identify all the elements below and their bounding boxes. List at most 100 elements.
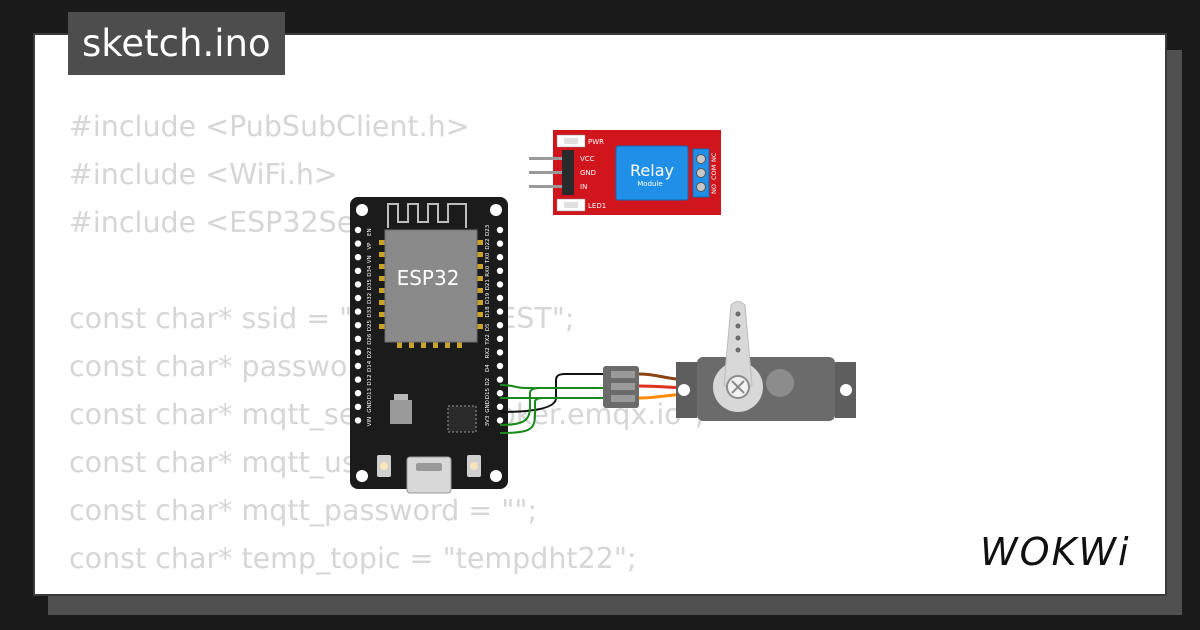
esp32-module-pad	[397, 342, 402, 348]
esp32-pin-hole[interactable]	[354, 349, 362, 356]
relay-terminal-label-nc: NC	[710, 152, 718, 162]
wokwi-logo: WOKWi	[980, 530, 1129, 574]
esp32-pin-hole[interactable]	[496, 281, 504, 288]
code-line: const char* mqtt_password = "";	[69, 494, 538, 527]
relay-pin-in[interactable]	[529, 185, 569, 188]
esp32-usb-port	[406, 456, 452, 494]
esp32-pin-hole[interactable]	[496, 308, 504, 315]
esp32-pin-hole[interactable]	[496, 294, 504, 302]
esp32-pin-hole[interactable]	[354, 308, 362, 315]
esp32-pin-hole[interactable]	[354, 403, 362, 410]
preview-card: #include <PubSubClient.h>#include <WiFi.…	[33, 33, 1167, 596]
relay-terminal-nc[interactable]	[696, 182, 706, 192]
esp32-module-pad	[379, 288, 385, 293]
esp32-module-pad	[379, 324, 385, 329]
esp32-module-pad	[379, 264, 385, 269]
esp32-right-pin-labels: D23D22TX0RX0D21D19D18D5TX2RX2D4D2D15GND3…	[485, 224, 491, 426]
relay-subtitle: Module	[637, 180, 662, 188]
servo-ear-hole	[678, 384, 690, 396]
esp32-pin-label: RX0	[485, 265, 491, 277]
esp32-pin-label: VN	[367, 255, 373, 263]
esp32-pin-hole[interactable]	[354, 226, 362, 234]
esp32-pin-label: D23	[485, 224, 491, 236]
esp32-pin-hole[interactable]	[354, 267, 362, 274]
esp32-pin-label: D33	[367, 306, 373, 318]
esp32-module-pad	[379, 276, 385, 281]
esp32-left-pin-holes	[354, 226, 362, 424]
relay-label-in: IN	[580, 183, 587, 191]
esp32-pin-label: D34	[367, 265, 373, 277]
esp32-pin-hole[interactable]	[496, 403, 504, 410]
esp32-pin-label: TX0	[485, 252, 491, 264]
esp32-pin-label: D21	[485, 279, 491, 290]
esp32-pin-label: D27	[367, 347, 373, 359]
esp32-pin-hole[interactable]	[496, 240, 504, 247]
esp32-pin-hole[interactable]	[496, 376, 504, 383]
relay-header	[562, 150, 574, 195]
esp32-pin-label: GND	[485, 400, 491, 413]
esp32-module-pad	[457, 342, 462, 348]
wire-vcc-green-2[interactable]	[499, 397, 605, 434]
wires	[499, 373, 605, 434]
esp32-pin-hole[interactable]	[354, 390, 362, 397]
esp32-pin-hole[interactable]	[354, 376, 362, 383]
servo-horn-hole	[735, 347, 741, 353]
esp32-pin-hole[interactable]	[496, 322, 504, 329]
wire-vcc-green[interactable]	[499, 387, 605, 426]
esp32-pin-label: D15	[485, 387, 491, 399]
esp32-right-pin-holes	[496, 226, 504, 424]
servo-horn-hole	[735, 335, 741, 341]
esp32-module-pad	[477, 288, 483, 293]
code-line: #include <PubSubClient.h>	[69, 110, 470, 143]
servo-motor[interactable]	[603, 301, 856, 422]
esp32-board[interactable]: ESP32 ENVPVND34D35D32D33D25D26D27D14D12D…	[350, 197, 508, 494]
esp32-pin-label: TX2	[485, 334, 491, 346]
servo-connector-pin	[611, 371, 635, 378]
wire-signal-green[interactable]	[499, 384, 595, 389]
esp32-pin-hole[interactable]	[354, 335, 362, 342]
esp32-pin-hole[interactable]	[496, 254, 504, 261]
esp32-usb-slot	[416, 463, 442, 471]
relay-pwr-led-core	[564, 138, 578, 144]
relay-terminal-no[interactable]	[696, 154, 706, 164]
esp32-pin-hole[interactable]	[354, 417, 362, 424]
esp32-module-pad	[445, 342, 450, 348]
esp32-hole	[356, 470, 368, 482]
relay-terminal-label-no: NO	[710, 184, 718, 194]
relay-pin-gnd[interactable]	[529, 171, 569, 174]
code-preview: #include <PubSubClient.h>#include <WiFi.…	[69, 103, 739, 594]
esp32-module-pad	[477, 312, 483, 317]
esp32-pin-hole[interactable]	[496, 335, 504, 342]
servo-horn-hole	[735, 311, 741, 317]
esp32-pin-hole[interactable]	[496, 390, 504, 397]
file-tab[interactable]: sketch.ino	[68, 12, 285, 75]
esp32-pin-hole[interactable]	[496, 362, 504, 370]
esp32-pin-label: D22	[485, 238, 491, 249]
esp32-hole	[356, 204, 368, 216]
esp32-module-pad	[477, 264, 483, 269]
esp32-pin-label: D26	[367, 333, 373, 345]
esp32-module-pad	[477, 240, 483, 245]
esp32-pin-hole[interactable]	[496, 417, 504, 424]
esp32-pin-label: D12	[367, 374, 373, 385]
esp32-pin-hole[interactable]	[354, 281, 362, 288]
esp32-pin-label: 3V3	[485, 415, 491, 426]
esp32-pin-hole[interactable]	[354, 240, 362, 247]
esp32-pin-hole[interactable]	[354, 322, 362, 329]
relay-label-vcc: VCC	[580, 155, 595, 163]
relay-block	[615, 145, 689, 201]
esp32-pin-hole[interactable]	[354, 254, 362, 261]
esp32-pin-hole[interactable]	[496, 267, 504, 274]
esp32-pin-hole[interactable]	[354, 294, 362, 302]
code-line: const char* temp_topic = "tempdht22";	[69, 542, 637, 575]
esp32-pin-label: D4	[485, 364, 491, 372]
relay-terminal-com[interactable]	[696, 168, 706, 178]
esp32-module-pad	[379, 312, 385, 317]
servo-ear-hole	[840, 384, 852, 396]
relay-pin-vcc[interactable]	[529, 157, 569, 160]
esp32-pin-hole[interactable]	[496, 349, 504, 356]
esp32-pin-hole[interactable]	[496, 226, 504, 234]
relay-module[interactable]: VCC GND IN PWR LED1 Relay Module NO COM …	[529, 130, 721, 215]
esp32-pin-hole[interactable]	[354, 362, 362, 370]
